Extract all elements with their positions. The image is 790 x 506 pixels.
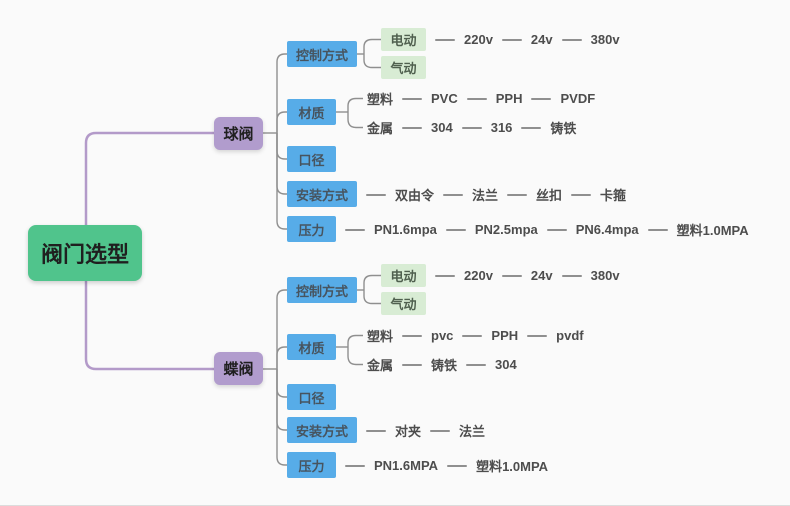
leaf-ball-metal-cast-iron[interactable]: 铸铁 (550, 121, 577, 136)
leaf-ball-install-clamp[interactable]: 卡箍 (600, 188, 627, 203)
leaf-ball-plastic[interactable]: 塑料 (367, 92, 394, 107)
connector-dash (435, 38, 455, 41)
root-node-valve-selection[interactable]: 阀门选型 (28, 225, 142, 281)
leaf-ball-pneumatic[interactable]: 气动 (381, 56, 426, 79)
leaf-ball-metal[interactable]: 金属 (367, 121, 394, 136)
butterfly-branch-connectors (263, 274, 381, 466)
ball-branch-connectors (263, 38, 381, 230)
connector-dash (466, 97, 487, 100)
leaf-butterfly-electric[interactable]: 电动 (381, 264, 426, 287)
leaf-ball-metal-316[interactable]: 316 (490, 120, 513, 135)
connector-dash (546, 228, 567, 231)
leaf-butterfly-pressure-plastic10[interactable]: 塑料1.0MPA (476, 459, 549, 474)
connector-dash (402, 97, 423, 100)
connector-dash (521, 126, 542, 129)
leaf-ball-volt-380v[interactable]: 380v (590, 32, 620, 47)
leaf-ball-pressure-pn64[interactable]: PN6.4mpa (575, 222, 639, 237)
connector-dash (466, 363, 487, 366)
leaf-butterfly-volt-380v[interactable]: 380v (590, 268, 620, 283)
leaf-butterfly-plastic-pph[interactable]: PPH (491, 328, 519, 343)
leaf-butterfly-pneumatic[interactable]: 气动 (381, 292, 426, 315)
connector-dash (366, 429, 386, 432)
leaf-ball-plastic-pvdf[interactable]: PVDF (560, 91, 596, 106)
row-ball-install: 双由令 法兰 丝扣 卡箍 (357, 184, 626, 205)
leaf-butterfly-install-flange[interactable]: 法兰 (459, 424, 486, 439)
row-ball-metal: 金属 304 316 铸铁 (367, 117, 576, 138)
row-ball-voltages: 220v 24v 380v (426, 29, 620, 50)
connector-dash (345, 464, 365, 467)
connector-dash (531, 97, 552, 100)
connector-dash (443, 193, 464, 196)
leaf-butterfly-metal-cast-iron[interactable]: 铸铁 (431, 358, 458, 373)
connector-dash (402, 363, 423, 366)
leaf-ball-plastic-pvc[interactable]: PVC (431, 91, 458, 106)
connector-dash (507, 193, 528, 196)
category-ball-install-mode[interactable]: 安装方式 (287, 181, 357, 207)
connector-dash (435, 274, 455, 277)
leaf-ball-metal-304[interactable]: 304 (431, 120, 453, 135)
row-butterfly-metal: 金属 铸铁 304 (367, 354, 517, 375)
category-ball-material[interactable]: 材质 (287, 99, 336, 125)
branch-node-butterfly-valve[interactable]: 蝶阀 (214, 352, 263, 385)
connector-dash (561, 274, 582, 277)
row-ball-plastic: 塑料 PVC PPH PVDF (367, 88, 595, 109)
leaf-butterfly-plastic-pvdf[interactable]: pvdf (556, 328, 584, 343)
leaf-ball-pressure-plastic10[interactable]: 塑料1.0MPA (676, 223, 749, 238)
leaf-ball-volt-24v[interactable]: 24v (530, 32, 553, 47)
leaf-butterfly-install-wafer[interactable]: 对夹 (395, 424, 422, 439)
connector-dash (345, 228, 365, 231)
leaf-ball-plastic-pph[interactable]: PPH (495, 91, 523, 106)
root-connectors (84, 131, 214, 371)
row-butterfly-plastic: 塑料 pvc PPH pvdf (367, 325, 584, 346)
category-butterfly-pressure[interactable]: 压力 (287, 452, 336, 478)
category-butterfly-material[interactable]: 材质 (287, 334, 336, 360)
row-butterfly-voltages: 220v 24v 380v (426, 265, 620, 286)
branch-node-ball-valve[interactable]: 球阀 (214, 117, 263, 150)
category-ball-control-mode[interactable]: 控制方式 (287, 41, 357, 67)
leaf-ball-volt-220v[interactable]: 220v (464, 32, 493, 47)
category-butterfly-control-mode[interactable]: 控制方式 (287, 277, 357, 303)
category-butterfly-diameter[interactable]: 口径 (287, 384, 336, 410)
connector-dash (402, 334, 423, 337)
connector-dash (571, 193, 592, 196)
leaf-butterfly-metal-304[interactable]: 304 (495, 357, 517, 372)
row-ball-pressure: PN1.6mpa PN2.5mpa PN6.4mpa 塑料1.0MPA (336, 219, 749, 240)
leaf-butterfly-plastic-pvc[interactable]: pvc (431, 328, 454, 343)
category-ball-diameter[interactable]: 口径 (287, 146, 336, 172)
leaf-butterfly-metal[interactable]: 金属 (367, 358, 394, 373)
leaf-ball-pressure-pn25[interactable]: PN2.5mpa (474, 222, 538, 237)
leaf-butterfly-volt-24v[interactable]: 24v (530, 268, 553, 283)
connector-dash (445, 228, 466, 231)
category-ball-pressure[interactable]: 压力 (287, 216, 336, 242)
connector-dash (561, 38, 582, 41)
connector-dash (366, 193, 386, 196)
connector-dash (402, 126, 423, 129)
leaf-ball-electric[interactable]: 电动 (381, 28, 426, 51)
leaf-ball-install-thread[interactable]: 丝扣 (536, 188, 563, 203)
leaf-butterfly-pressure-pn16[interactable]: PN1.6MPA (374, 458, 439, 473)
leaf-butterfly-plastic[interactable]: 塑料 (367, 329, 394, 344)
category-butterfly-install-mode[interactable]: 安装方式 (287, 417, 357, 443)
connector-dash (462, 334, 483, 337)
connector-dash (430, 429, 451, 432)
leaf-ball-install-flange[interactable]: 法兰 (472, 188, 499, 203)
connector-dash (501, 274, 522, 277)
leaf-ball-pressure-pn16[interactable]: PN1.6mpa (374, 222, 437, 237)
connector-dash (647, 228, 668, 231)
connector-dash (501, 38, 522, 41)
row-butterfly-install: 对夹 法兰 (357, 420, 485, 441)
leaf-butterfly-volt-220v[interactable]: 220v (464, 268, 493, 283)
leaf-ball-install-union[interactable]: 双由令 (395, 188, 435, 203)
row-butterfly-pressure: PN1.6MPA 塑料1.0MPA (336, 455, 548, 476)
connector-dash (461, 126, 482, 129)
connector-dash (527, 334, 548, 337)
connector-dash (447, 464, 468, 467)
